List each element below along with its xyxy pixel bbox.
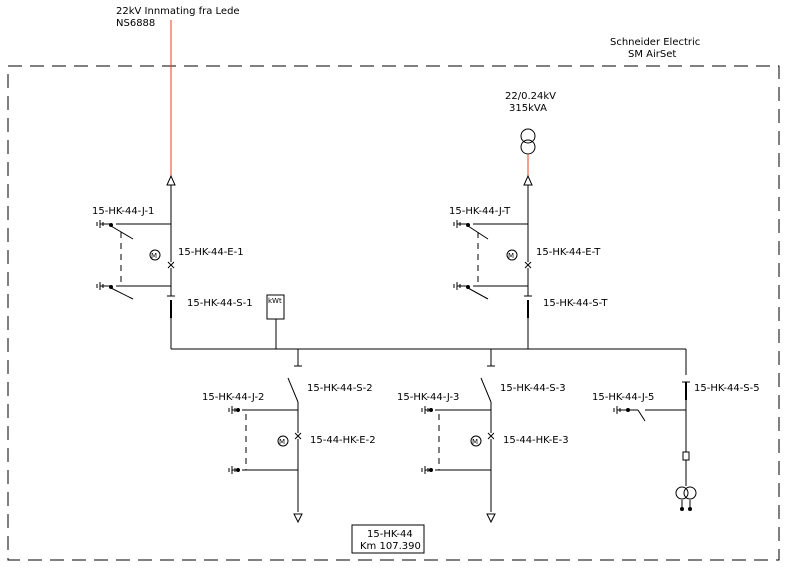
earth-switch-label: 15-HK-44-J-2 xyxy=(202,392,264,403)
station-km: Km 107.390 xyxy=(360,541,421,552)
motor-letter: M xyxy=(472,438,478,446)
disconnector-label: 15-HK-44-S-3 xyxy=(500,383,566,394)
earth-switch-label: 15-HK-44-J-5 xyxy=(592,392,654,403)
transformer-rating: 22/0.24kV xyxy=(505,91,556,102)
earth-switch-blade xyxy=(110,225,134,240)
motor-letter: M xyxy=(279,438,285,446)
meter-label: kWt xyxy=(268,297,282,305)
disconnector-label: 15-HK-44-S-T xyxy=(543,298,608,309)
disconnector-label: 15-HK-44-S-5 xyxy=(694,383,760,394)
meter xyxy=(266,294,285,349)
disconnector-label: 15-HK-44-S-1 xyxy=(187,298,253,309)
disconnector-blade xyxy=(287,377,299,403)
breaker-label: 15-HK-44-E-1 xyxy=(178,247,244,258)
disconnector-label: 15-HK-44-S-2 xyxy=(307,383,373,394)
motor-icon xyxy=(506,249,518,261)
aux-transformer-winding xyxy=(683,486,697,500)
breaker-label: 15-HK-44-E-T xyxy=(536,247,601,258)
motor-icon xyxy=(277,435,289,447)
cable-end-arrow xyxy=(166,174,176,186)
feeder-3 xyxy=(421,349,496,524)
vendor-product: SM AirSet xyxy=(628,49,676,60)
feeder-2 xyxy=(228,349,303,524)
transformer-winding-2 xyxy=(520,139,536,155)
motor-letter: M xyxy=(508,252,514,260)
earth-switch-label: 15-HK-44-J-1 xyxy=(92,206,154,217)
motor-letter: M xyxy=(151,252,157,260)
fuse xyxy=(682,451,690,461)
earth-switch-blade xyxy=(637,409,646,422)
earth-switch-label: 15-HK-44-J-T xyxy=(449,206,511,217)
station-name: 15-HK-44 xyxy=(367,529,413,540)
breaker-label: 15-44-HK-E-3 xyxy=(503,435,569,446)
feed-title: 22kV Innmating fra Lede xyxy=(116,6,240,17)
motor-icon xyxy=(149,249,161,261)
feeder-t xyxy=(453,128,536,349)
transformer-power: 315kVA xyxy=(509,103,547,114)
feed-id: NS6888 xyxy=(116,18,155,29)
aux-transformer-winding xyxy=(675,486,689,500)
station-box xyxy=(351,524,425,554)
motor-icon xyxy=(470,435,482,447)
breaker-label: 15-44-HK-E-2 xyxy=(310,435,376,446)
feeder-5 xyxy=(613,349,697,508)
enclosure-border xyxy=(7,65,780,561)
transformer-winding-1 xyxy=(520,128,536,144)
feeder-1 xyxy=(96,20,176,349)
vendor-name: Schneider Electric xyxy=(610,37,700,48)
earth-switch-label: 15-HK-44-J-3 xyxy=(397,392,459,403)
